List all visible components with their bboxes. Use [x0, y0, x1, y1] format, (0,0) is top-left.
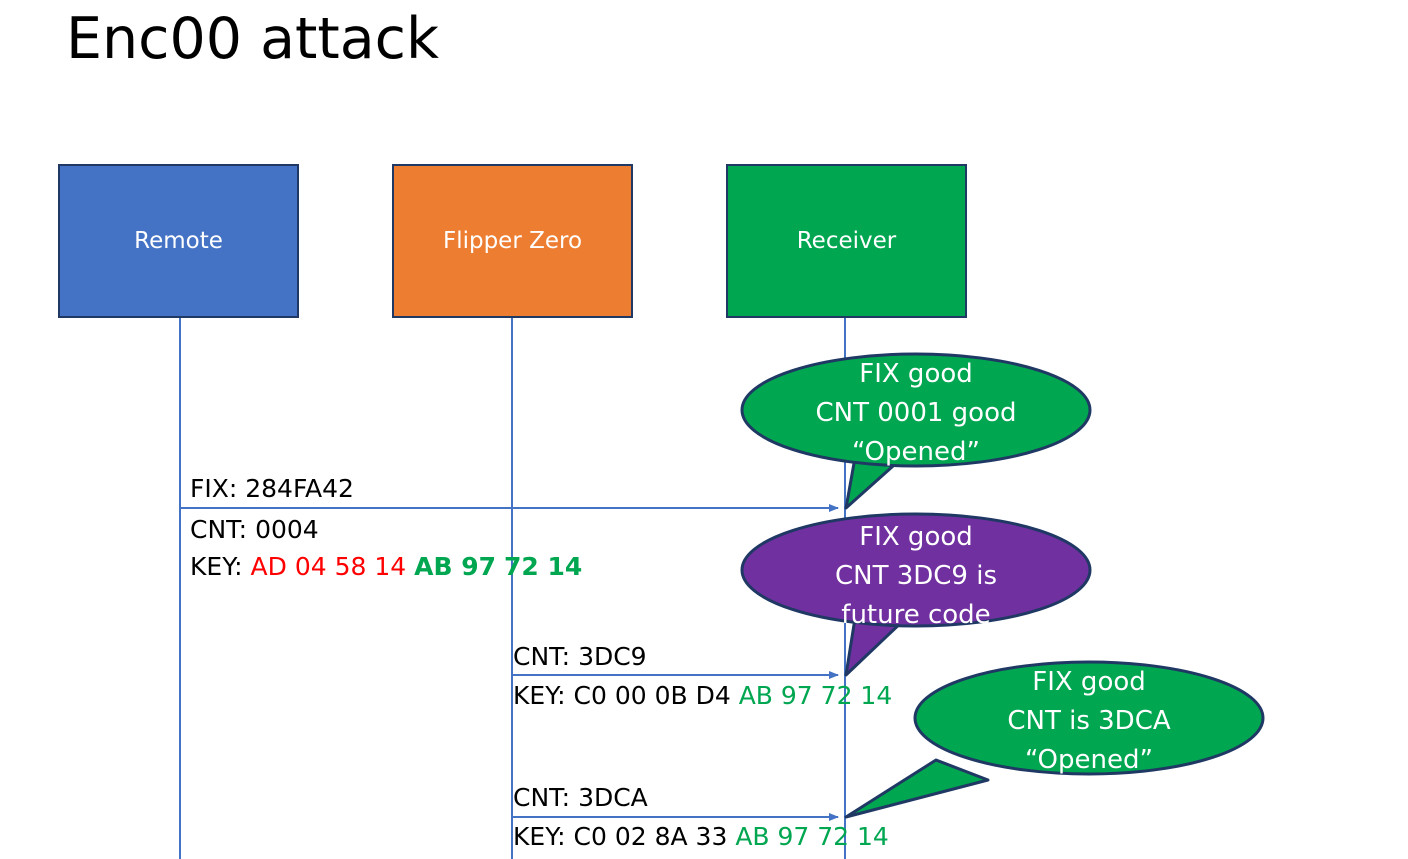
page-title: Enc00 attack — [66, 6, 440, 72]
actor-label-flipper-zero: Flipper Zero — [442, 228, 583, 254]
key-0004-green-bytes: 72 14 — [503, 552, 583, 581]
bubble-body-3 — [913, 660, 1265, 776]
value-cnt-3dca: 3DCA — [578, 783, 648, 812]
key-0004-red-bytes: AD 04 58 14 — [250, 552, 407, 581]
message-key-3dc9: KEY: C0 00 0B D4 AB 97 72 14 — [513, 679, 892, 713]
key-0004-gap-1 — [406, 552, 414, 581]
label-cnt-3dca: CNT: — [513, 783, 579, 812]
label-fix: FIX: — [190, 474, 246, 503]
actor-label-receiver: Receiver — [796, 228, 897, 254]
actor-box-flipper-zero[interactable]: Flipper Zero — [392, 164, 633, 318]
bubble-receiver-ok-0001[interactable] — [740, 352, 1092, 510]
label-key-3dca: KEY: — [513, 822, 574, 851]
key-3dc9-black-bytes: C0 00 0B D4 — [573, 681, 731, 710]
key-3dc9-green-bytes: AB 97 72 14 — [738, 681, 893, 710]
key-0004-gap-2 — [496, 552, 504, 581]
bubble-body-2 — [740, 512, 1092, 628]
value-fix: 284FA42 — [245, 474, 354, 503]
key-3dca-black-bytes: C0 02 8A 33 — [573, 822, 728, 851]
value-cnt-0004: 0004 — [255, 515, 319, 544]
actor-box-receiver[interactable]: Receiver — [726, 164, 967, 318]
actor-label-remote: Remote — [134, 228, 223, 254]
key-3dca-green-bytes: AB 97 72 14 — [735, 822, 889, 851]
message-cnt-0004: CNT: 0004 — [190, 513, 319, 547]
message-key-3dca: KEY: C0 02 8A 33 AB 97 72 14 — [513, 820, 889, 854]
label-key-0004: KEY: — [190, 552, 251, 581]
key-0004-green-bold-bytes: AB 97 — [414, 552, 497, 581]
actor-box-remote[interactable]: Remote — [58, 164, 299, 318]
label-key-3dc9: KEY: — [513, 681, 574, 710]
key-3dc9-gap — [731, 681, 739, 710]
bubble-tail-3 — [844, 758, 990, 819]
bubble-receiver-ok-3dca[interactable] — [844, 660, 1265, 819]
label-cnt-3dc9: CNT: — [513, 642, 579, 671]
message-fix-284fa42: FIX: 284FA42 — [190, 472, 354, 506]
value-cnt-3dc9: 3DC9 — [578, 642, 647, 671]
bubble-receiver-future-code[interactable] — [740, 512, 1092, 677]
message-key-0004: KEY: AD 04 58 14 AB 97 72 14 — [190, 550, 582, 584]
label-cnt-0004: CNT: — [190, 515, 256, 544]
message-cnt-3dc9: CNT: 3DC9 — [513, 640, 647, 674]
message-cnt-3dca: CNT: 3DCA — [513, 781, 648, 815]
bubble-body-1 — [740, 352, 1092, 468]
